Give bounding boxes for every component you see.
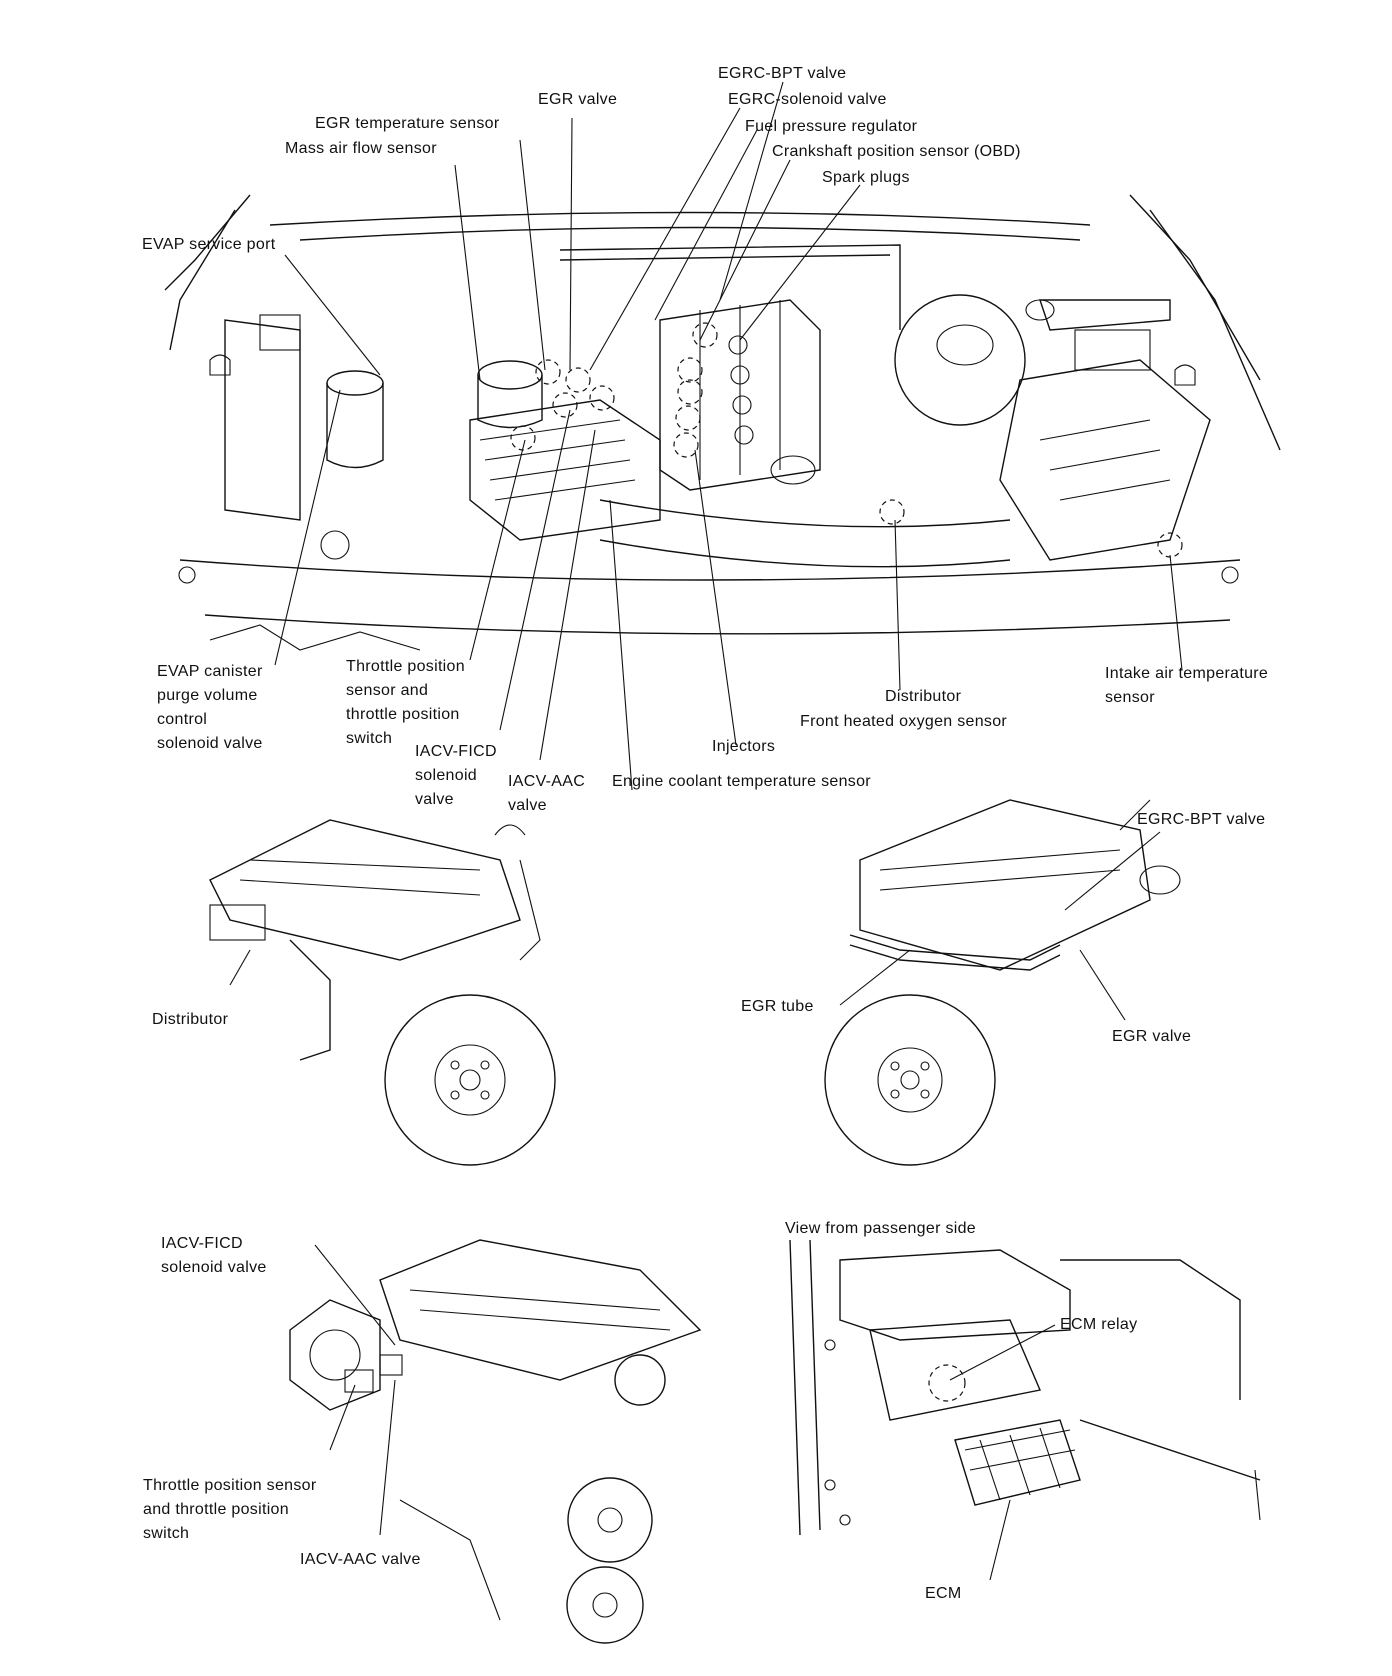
- label-egrc-bpt-valve-right-view: EGRC-BPT valve: [1137, 811, 1266, 828]
- engine-left-view-drawing: [209, 819, 556, 1166]
- label-evap-service-port: EVAP service port: [142, 236, 276, 253]
- label-throttle-position-sensor: Throttle position sensor and throttle po…: [346, 658, 465, 747]
- label-front-heated-oxygen-sensor: Front heated oxygen sensor: [800, 713, 1008, 730]
- label-intake-air-temperature-sensor: Intake air temperature sensor: [1105, 665, 1269, 706]
- label-iacv-ficd-solenoid-valve: IACV-FICD solenoid valve: [161, 1235, 267, 1276]
- label-distributor: Distributor: [885, 688, 962, 705]
- label-iacv-ficd-solenoid: IACV-FICD solenoid valve: [415, 743, 497, 808]
- label-egrc-bpt-valve: EGRC-BPT valve: [718, 65, 847, 82]
- label-throttle-position-sensor-bottom: Throttle position sensor and throttle po…: [143, 1477, 317, 1542]
- label-iacv-aac-valve: IACV-AAC valve: [508, 773, 586, 814]
- label-evap-canister-purge-valve: EVAP canister purge volume control solen…: [157, 663, 263, 752]
- label-iacv-aac-valve-bottom: IACV-AAC valve: [300, 1551, 421, 1568]
- label-ecm-relay: ECM relay: [1060, 1316, 1138, 1333]
- label-egr-tube: EGR tube: [741, 998, 814, 1015]
- label-spark-plugs: Spark plugs: [822, 169, 910, 186]
- label-engine-coolant-temperature-sensor: Engine coolant temperature sensor: [612, 773, 871, 790]
- label-fuel-pressure-regulator: Fuel pressure regulator: [745, 118, 918, 135]
- label-injectors: Injectors: [712, 738, 776, 755]
- engine-throttle-view-drawing: [289, 1239, 702, 1644]
- engine-right-view-drawing: [824, 799, 1181, 1166]
- label-egr-valve: EGR valve: [538, 91, 618, 108]
- label-egrc-solenoid-valve: EGRC-solenoid valve: [728, 91, 887, 108]
- label-egr-temperature-sensor: EGR temperature sensor: [315, 115, 500, 132]
- passenger-view-title: View from passenger side: [785, 1220, 976, 1237]
- label-distributor-left-view: Distributor: [152, 1011, 229, 1028]
- engine-bay-drawing: [164, 81, 1281, 791]
- label-ecm: ECM: [925, 1585, 962, 1602]
- label-mass-air-flow-sensor: Mass air flow sensor: [285, 140, 437, 157]
- passenger-view-drawing: [789, 1239, 1261, 1581]
- label-egr-valve-right-view: EGR valve: [1112, 1028, 1192, 1045]
- label-crankshaft-position-sensor: Crankshaft position sensor (OBD): [772, 143, 1021, 160]
